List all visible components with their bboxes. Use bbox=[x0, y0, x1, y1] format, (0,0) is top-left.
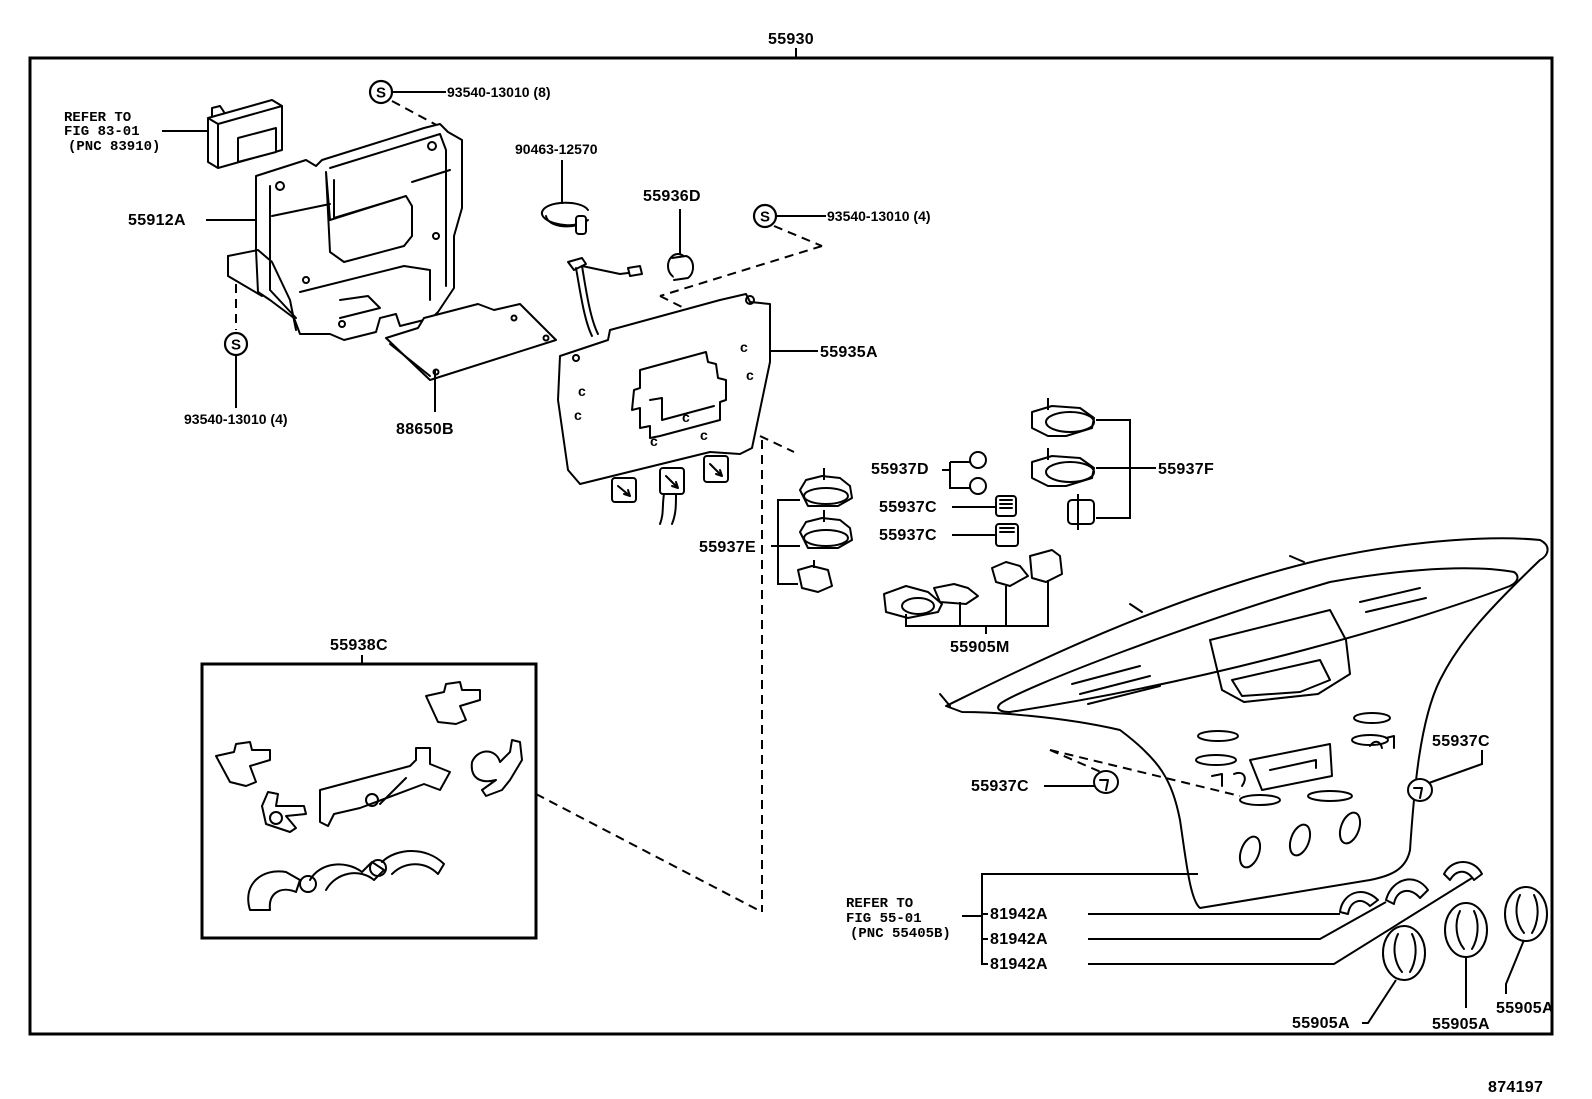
part-label: 93540-13010 (4) bbox=[184, 411, 288, 427]
part-label: 81942A bbox=[990, 931, 1048, 948]
part-label: 93540-13010 (4) bbox=[827, 208, 931, 224]
leader-line bbox=[1362, 979, 1397, 1024]
part-label: 55912A bbox=[128, 212, 186, 229]
bulb-socket-arcs-drawing bbox=[1339, 861, 1483, 915]
knob-c-round-drawing bbox=[1407, 778, 1433, 802]
dashed-leader bbox=[1049, 749, 1241, 797]
svg-text:c: c bbox=[700, 427, 708, 443]
part-label: 55937C bbox=[879, 527, 937, 544]
bulb-socket-drawing bbox=[667, 253, 694, 281]
part-label: 55937F bbox=[1158, 461, 1214, 478]
dashed-leader bbox=[659, 245, 823, 297]
dashed-leader bbox=[391, 100, 443, 129]
svg-text:c: c bbox=[578, 383, 586, 399]
bracket-leader bbox=[777, 499, 800, 585]
svg-text:c: c bbox=[746, 367, 754, 383]
assembly-label: 55930 bbox=[768, 31, 814, 48]
bracket-drawing bbox=[227, 123, 463, 341]
part-label: 81942A bbox=[990, 906, 1048, 923]
part-label: 55937C bbox=[879, 499, 937, 516]
svg-text:c: c bbox=[740, 339, 748, 355]
note-line: (PNC 55405B) bbox=[850, 926, 951, 942]
part-label: 55935A bbox=[820, 344, 878, 361]
screw-symbol-top: S bbox=[368, 79, 394, 105]
wire-harness-drawing bbox=[567, 257, 643, 337]
svg-text:S: S bbox=[376, 85, 386, 102]
part-label: 55905A bbox=[1496, 1000, 1554, 1017]
part-label: 81942A bbox=[990, 956, 1048, 973]
part-label: 55905A bbox=[1292, 1015, 1350, 1032]
bracket-leader bbox=[1096, 419, 1156, 519]
part-label: 55937C bbox=[1432, 733, 1490, 750]
refer-fig-55-note: REFER TO FIG 55-01 (PNC 55405B) bbox=[846, 896, 951, 942]
knob-group-f-drawing bbox=[1031, 398, 1095, 530]
assembly-frame bbox=[28, 56, 1554, 1036]
lever-kit-frame bbox=[200, 662, 538, 940]
control-plate-drawing: c c c c c c c bbox=[557, 293, 771, 525]
knob-c-round-drawing bbox=[1093, 770, 1119, 794]
part-label: 55937E bbox=[699, 539, 756, 556]
ecu-module-drawing bbox=[207, 99, 283, 169]
knob-group-d-drawing bbox=[969, 451, 987, 495]
knob-c-small-drawing bbox=[995, 523, 1019, 547]
note-line: (PNC 83910) bbox=[68, 139, 160, 155]
knob-group-m-drawing bbox=[883, 549, 1063, 619]
part-label: 88650B bbox=[396, 421, 454, 438]
svg-text:c: c bbox=[682, 409, 690, 425]
part-label: 55938C bbox=[330, 637, 388, 654]
part-label: 93540-13010 (8) bbox=[447, 84, 551, 100]
leader-line bbox=[1505, 939, 1525, 994]
figure-number: 874197 bbox=[1488, 1079, 1543, 1096]
refer-fig-83-note: REFER TO FIG 83-01 (PNC 83910) bbox=[64, 110, 160, 155]
dashed-leader bbox=[773, 225, 823, 247]
knob-group-e-drawing bbox=[797, 468, 853, 593]
circuit-board-drawing bbox=[385, 303, 557, 381]
svg-text:c: c bbox=[650, 433, 658, 449]
note-line: REFER TO bbox=[64, 110, 131, 126]
bracket-leader bbox=[981, 873, 1198, 965]
note-line: FIG 83-01 bbox=[64, 124, 140, 140]
dashed-leader bbox=[535, 793, 763, 913]
dashed-leader bbox=[1049, 749, 1111, 777]
svg-text:c: c bbox=[574, 407, 582, 423]
center-bezel-drawing bbox=[939, 537, 1549, 909]
clip-drawing bbox=[541, 201, 589, 235]
part-label: 55905M bbox=[950, 639, 1010, 656]
knob-c-small-drawing bbox=[995, 495, 1017, 517]
bracket-leader bbox=[942, 461, 970, 489]
part-label: 55936D bbox=[643, 188, 701, 205]
knob-a-drawing bbox=[1504, 886, 1548, 942]
screw-symbol-left: S bbox=[223, 331, 249, 357]
part-label: 55905A bbox=[1432, 1016, 1490, 1033]
dashed-leader bbox=[759, 435, 795, 453]
lever-kit-drawing bbox=[215, 681, 523, 911]
knob-a-drawing bbox=[1382, 925, 1426, 981]
part-label: 90463-12570 bbox=[515, 141, 598, 157]
leader-line bbox=[1088, 877, 1473, 965]
screw-symbol-right: S bbox=[752, 203, 778, 229]
part-label: 55937D bbox=[871, 461, 929, 478]
knob-a-drawing bbox=[1444, 902, 1488, 958]
bracket-leader bbox=[905, 580, 1049, 634]
leader-line bbox=[1425, 750, 1483, 785]
part-label: 55937C bbox=[971, 778, 1029, 795]
note-line: REFER TO bbox=[846, 896, 913, 912]
svg-text:S: S bbox=[760, 209, 770, 226]
note-line: FIG 55-01 bbox=[846, 911, 922, 927]
svg-text:S: S bbox=[231, 337, 241, 354]
leader-line bbox=[1088, 901, 1387, 940]
